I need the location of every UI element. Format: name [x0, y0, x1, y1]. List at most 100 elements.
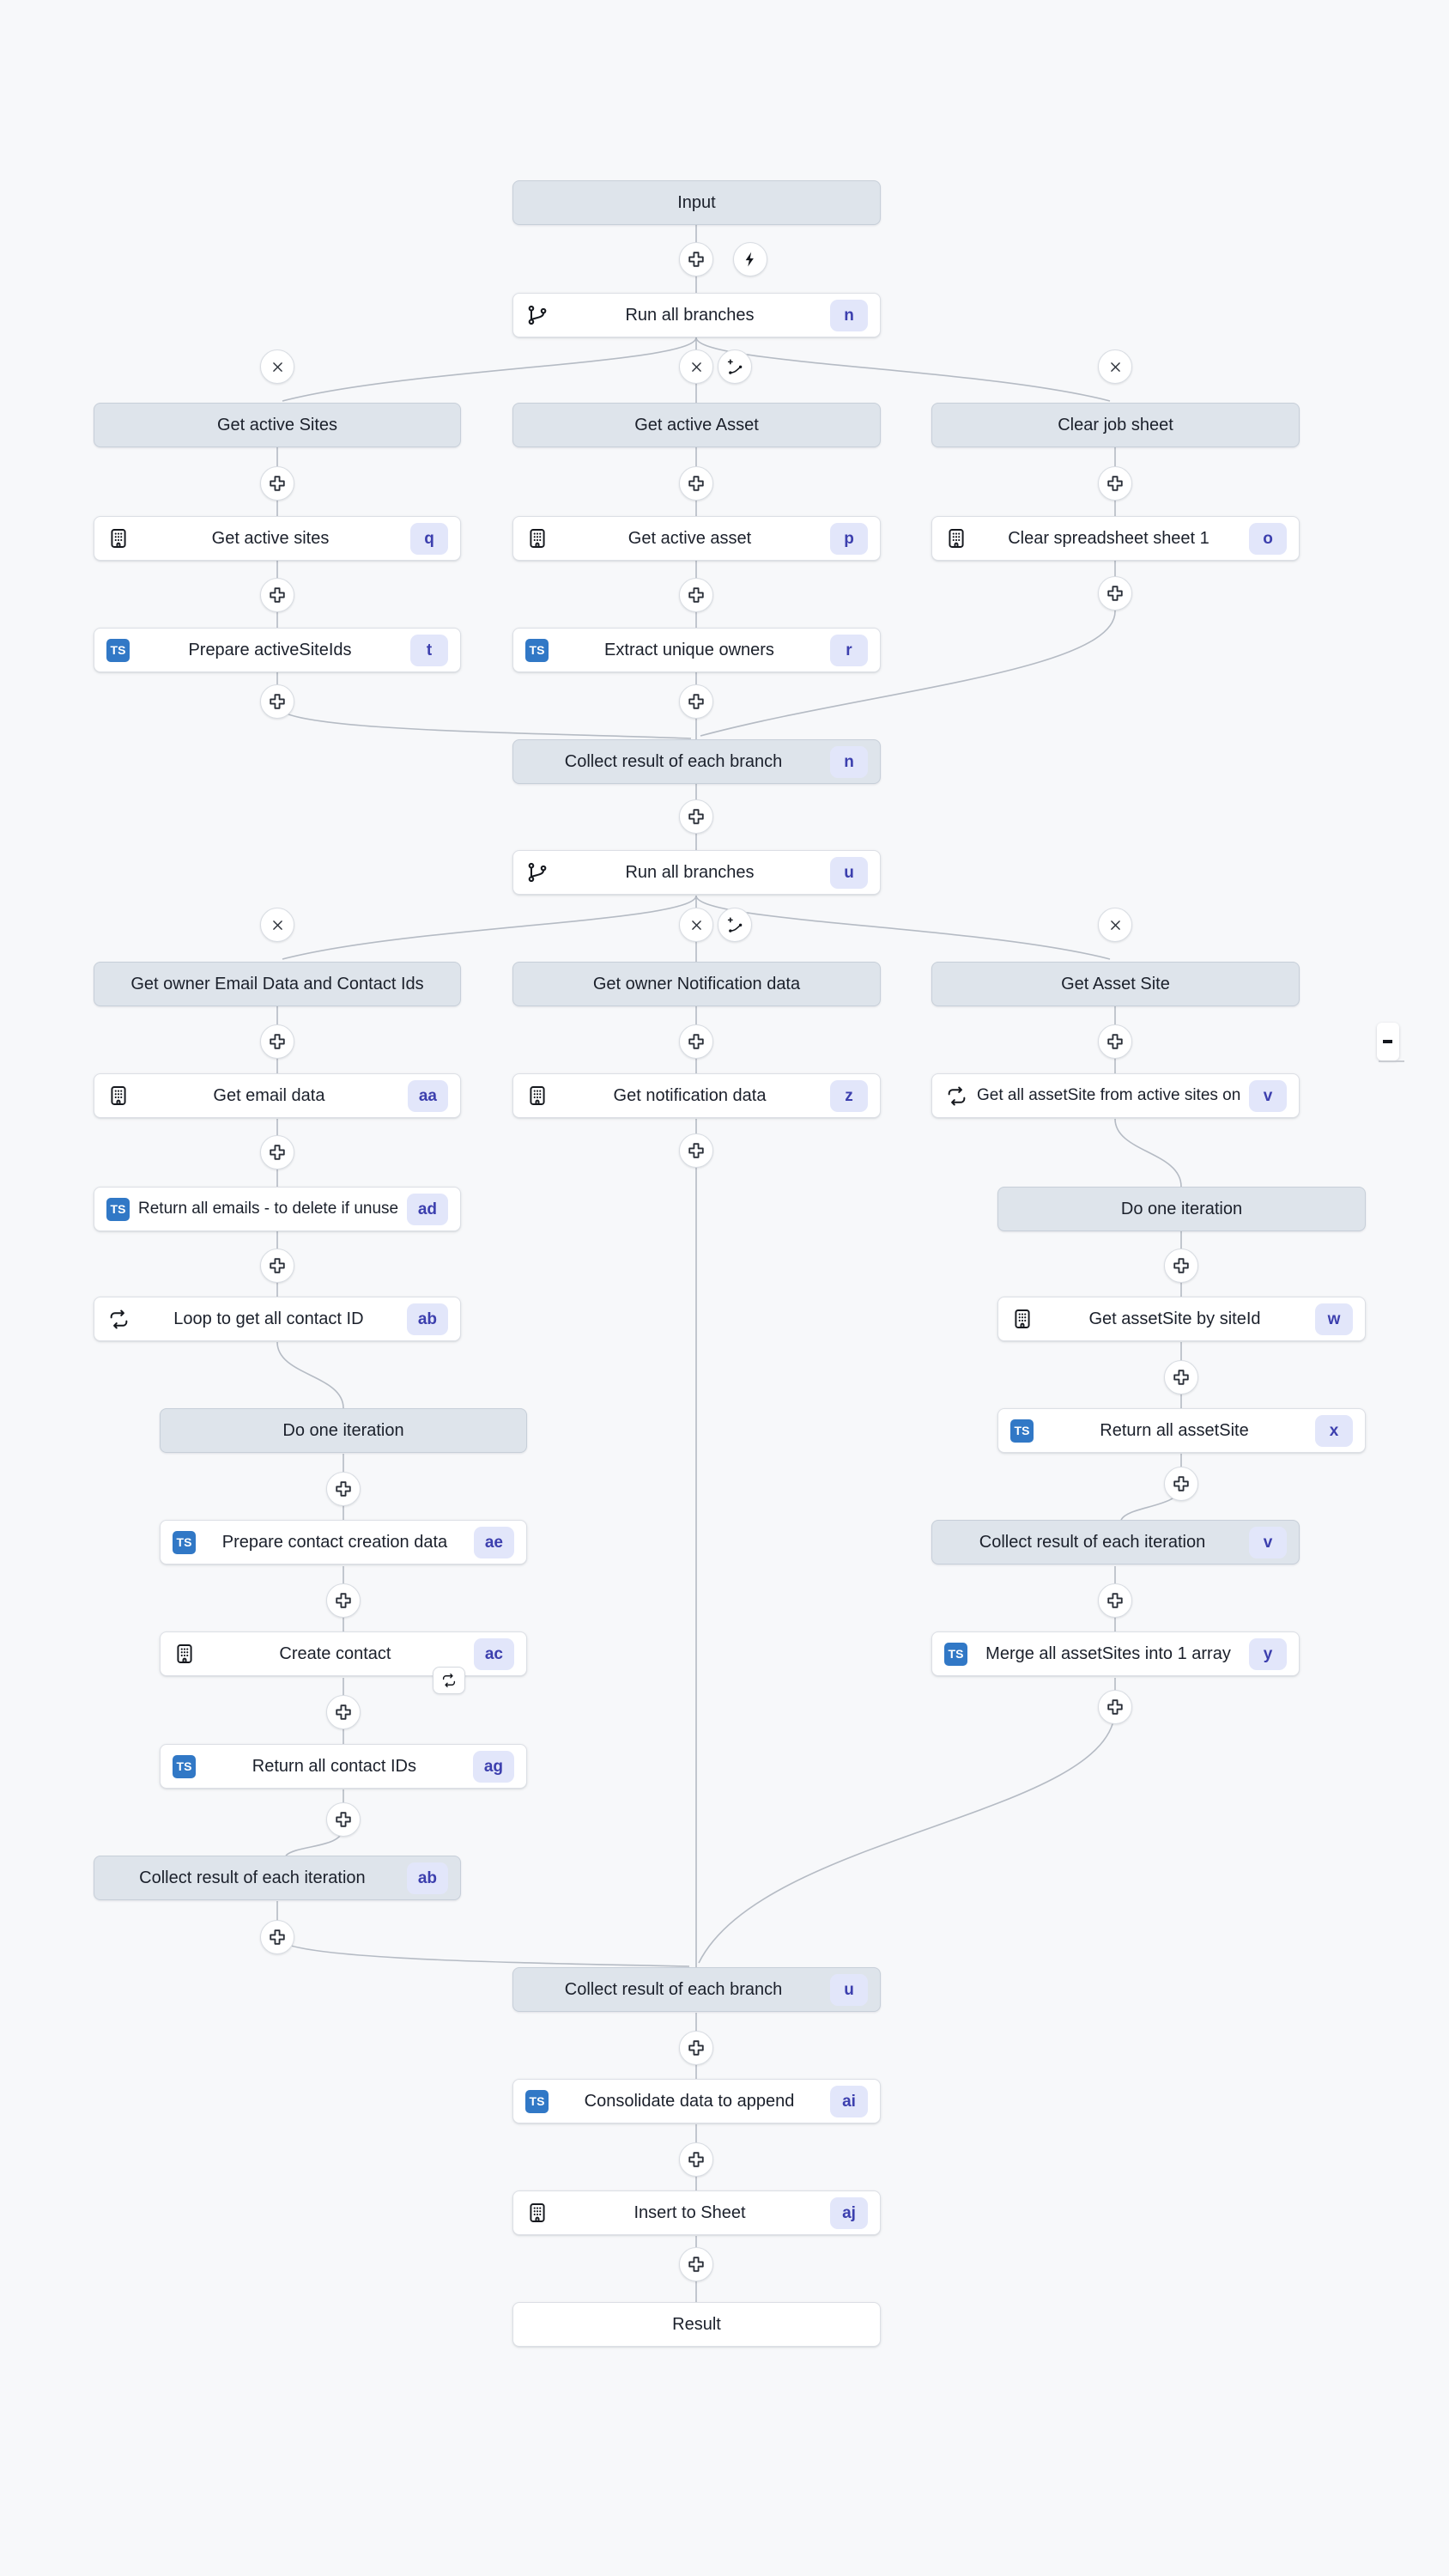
node-get-active-sites[interactable]: Get active sites q	[94, 516, 461, 561]
node-insert-to-sheet[interactable]: Insert to Sheet aj	[512, 2190, 881, 2235]
branch-header-owner-notification[interactable]: Get owner Notification data	[512, 962, 881, 1006]
add-step-button[interactable]	[679, 242, 713, 276]
step-badge: ag	[472, 1750, 514, 1783]
node-result[interactable]: Result	[512, 2302, 881, 2347]
add-branch-button[interactable]	[718, 349, 752, 384]
add-step-button[interactable]	[326, 1472, 361, 1506]
node-get-email-data[interactable]: Get email data aa	[94, 1073, 461, 1118]
branch-header-clear-job-sheet[interactable]: Clear job sheet	[931, 403, 1300, 447]
branch-header-owner-email[interactable]: Get owner Email Data and Contact Ids	[94, 962, 461, 1006]
iteration-header-right[interactable]: Do one iteration	[997, 1187, 1366, 1231]
delete-branch-button[interactable]	[679, 908, 713, 942]
add-step-button[interactable]	[1164, 1467, 1198, 1501]
add-step-button[interactable]	[260, 1920, 294, 1954]
step-badge: x	[1315, 1414, 1353, 1447]
branch-label: Get Asset Site	[1061, 974, 1170, 993]
typescript-icon: TS	[525, 638, 549, 662]
add-step-button[interactable]	[679, 466, 713, 501]
node-label: Prepare activeSiteIds	[188, 640, 352, 659]
node-get-notification-data[interactable]: Get notification data z	[512, 1073, 881, 1118]
add-step-button[interactable]	[1098, 1583, 1132, 1618]
node-label: Run all branches	[625, 305, 755, 325]
add-branch-button[interactable]	[718, 908, 752, 942]
add-step-button[interactable]	[679, 2031, 713, 2065]
minus-icon	[1383, 1040, 1392, 1043]
node-collect-result-iteration-right[interactable]: Collect result of each iteration v	[931, 1520, 1300, 1564]
node-prepare-contact-creation[interactable]: TS Prepare contact creation data ae	[160, 1520, 527, 1564]
retry-loop-button[interactable]	[433, 1667, 465, 1694]
iteration-header-left[interactable]: Do one iteration	[160, 1408, 527, 1453]
add-step-button[interactable]	[1098, 466, 1132, 501]
add-step-button[interactable]	[679, 799, 713, 834]
node-input[interactable]: Input	[512, 180, 881, 225]
add-step-button[interactable]	[260, 1135, 294, 1170]
building-icon	[525, 526, 549, 550]
typescript-icon: TS	[106, 638, 130, 662]
step-badge: ab	[406, 1862, 448, 1894]
node-extract-unique-owners[interactable]: TS Extract unique owners r	[512, 628, 881, 672]
delete-branch-button[interactable]	[260, 908, 294, 942]
delete-branch-button[interactable]	[260, 349, 294, 384]
add-step-button[interactable]	[679, 684, 713, 719]
add-step-button[interactable]	[260, 466, 294, 501]
lightning-icon[interactable]	[733, 242, 767, 276]
add-step-button[interactable]	[326, 1802, 361, 1837]
node-return-all-assetsite[interactable]: TS Return all assetSite x	[997, 1408, 1366, 1453]
node-get-active-asset[interactable]: Get active asset p	[512, 516, 881, 561]
branch-label: Get owner Notification data	[592, 974, 801, 993]
add-step-button[interactable]	[679, 2247, 713, 2281]
node-label: Return all emails - to delete if unused	[138, 1200, 398, 1218]
node-get-assetsite-by-siteid[interactable]: Get assetSite by siteId w	[997, 1297, 1366, 1341]
git-branch-icon	[525, 303, 549, 327]
add-step-button[interactable]	[679, 2142, 713, 2177]
add-step-button[interactable]	[1098, 1024, 1132, 1059]
node-label: Return all contact IDs	[252, 1756, 416, 1776]
node-collect-result-branch-2[interactable]: Collect result of each branch u	[512, 1967, 881, 2012]
node-consolidate-data-to-append[interactable]: TS Consolidate data to append ai	[512, 2079, 881, 2123]
git-branch-icon	[525, 860, 549, 884]
add-step-button[interactable]	[679, 1024, 713, 1059]
delete-branch-button[interactable]	[679, 349, 713, 384]
branch-header-get-active-asset[interactable]: Get active Asset	[512, 403, 881, 447]
add-step-button[interactable]	[1164, 1249, 1198, 1283]
node-merge-all-assetsites[interactable]: TS Merge all assetSites into 1 array y	[931, 1631, 1300, 1676]
node-run-all-branches-1[interactable]: Run all branches n	[512, 293, 881, 337]
add-step-button[interactable]	[326, 1583, 361, 1618]
node-label: Prepare contact creation data	[221, 1532, 448, 1552]
branch-label: Get active Asset	[634, 415, 759, 434]
add-step-button[interactable]	[679, 578, 713, 612]
node-collect-result-iteration-left[interactable]: Collect result of each iteration ab	[94, 1856, 461, 1900]
step-badge: ab	[406, 1303, 448, 1335]
step-badge: z	[830, 1079, 868, 1112]
add-step-button[interactable]	[326, 1695, 361, 1729]
node-run-all-branches-2[interactable]: Run all branches u	[512, 850, 881, 895]
building-icon	[106, 526, 130, 550]
add-step-button[interactable]	[1098, 576, 1132, 611]
add-step-button[interactable]	[1098, 1690, 1132, 1724]
add-step-button[interactable]	[260, 684, 294, 719]
node-loop-get-contact-id[interactable]: Loop to get all contact ID ab	[94, 1297, 461, 1341]
node-label: Get notification data	[613, 1085, 767, 1105]
loop-icon	[106, 1307, 130, 1331]
add-step-button[interactable]	[679, 1133, 713, 1168]
node-return-all-emails[interactable]: TS Return all emails - to delete if unus…	[94, 1187, 461, 1231]
node-clear-spreadsheet-sheet-1[interactable]: Clear spreadsheet sheet 1 o	[931, 516, 1300, 561]
node-create-contact[interactable]: Create contact ac	[160, 1631, 527, 1676]
add-step-button[interactable]	[260, 1024, 294, 1059]
delete-branch-button[interactable]	[1098, 908, 1132, 942]
add-step-button[interactable]	[1164, 1360, 1198, 1394]
node-get-all-assetsite[interactable]: Get all assetSite from active sites only…	[931, 1073, 1300, 1118]
node-return-all-contact-ids[interactable]: TS Return all contact IDs ag	[160, 1744, 527, 1789]
step-badge: ae	[473, 1526, 514, 1558]
node-label: Extract unique owners	[604, 640, 774, 659]
branch-header-get-asset-site[interactable]: Get Asset Site	[931, 962, 1300, 1006]
add-step-button[interactable]	[260, 578, 294, 612]
branch-header-get-active-sites[interactable]: Get active Sites	[94, 403, 461, 447]
node-prepare-activesiteids[interactable]: TS Prepare activeSiteIds t	[94, 628, 461, 672]
add-step-button[interactable]	[260, 1249, 294, 1283]
building-icon	[525, 2201, 549, 2225]
canvas-zoom-control[interactable]	[1377, 1023, 1404, 1062]
node-collect-result-branch-1[interactable]: Collect result of each branch n	[512, 739, 881, 784]
delete-branch-button[interactable]	[1098, 349, 1132, 384]
